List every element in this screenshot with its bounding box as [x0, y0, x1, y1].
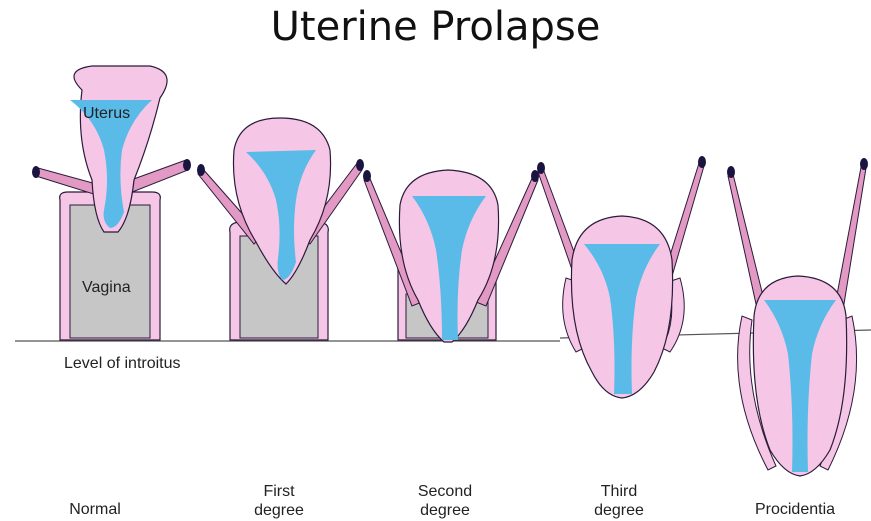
stage-second-figure — [363, 170, 539, 342]
ligament-tip — [197, 164, 205, 176]
stage-third-figure — [537, 156, 706, 398]
vagina-label: Vagina — [82, 279, 131, 297]
ligament-tip — [727, 166, 735, 178]
stage-label-first: First degree — [234, 482, 324, 520]
uterus-label: Uterus — [83, 105, 130, 123]
stage-procidentia-figure — [727, 158, 868, 476]
introitus-label: Level of introitus — [64, 355, 181, 373]
ligament-tip — [32, 166, 40, 178]
ligament-tip — [183, 159, 191, 171]
stage-label-procidentia: Procidentia — [740, 500, 850, 519]
ligament-tip — [537, 162, 545, 174]
stage-label-third: Third degree — [574, 482, 664, 520]
stage-label-normal: Normal — [50, 500, 140, 519]
ligament-left — [728, 170, 764, 304]
stage-label-second: Second degree — [400, 482, 490, 520]
stage-first-figure — [197, 118, 364, 340]
ligament-tip — [363, 170, 371, 182]
ligament-tip — [356, 159, 364, 171]
ligament-tip — [860, 158, 868, 170]
ligament-right — [836, 162, 866, 304]
ligament-tip — [698, 156, 706, 168]
